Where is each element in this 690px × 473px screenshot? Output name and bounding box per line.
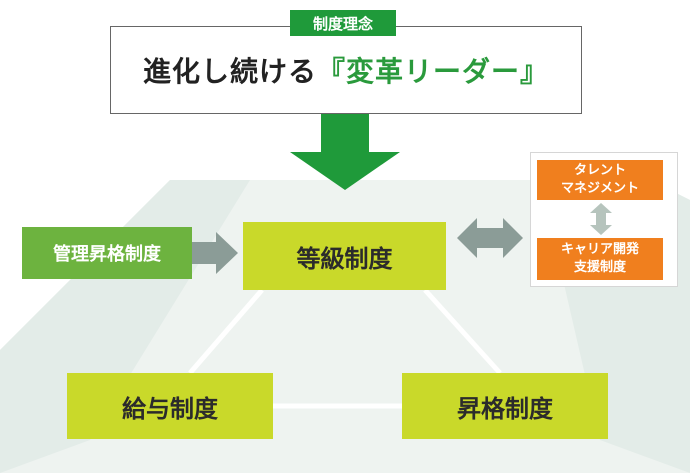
philosophy-tag: 制度理念 bbox=[290, 10, 396, 36]
management-promotion-box: 管理昇格制度 bbox=[22, 227, 192, 279]
vertical-double-arrow-icon bbox=[590, 203, 612, 235]
philosophy-text: 進化し続ける bbox=[142, 55, 317, 88]
philosophy-highlight: 『変革リーダー』 bbox=[317, 55, 550, 88]
grade-system-box: 等級制度 bbox=[243, 222, 446, 290]
career-support-box: キャリア開発 支援制度 bbox=[537, 238, 663, 280]
right-arrow-icon bbox=[192, 232, 238, 274]
talent-management-box: タレント マネジメント bbox=[537, 160, 663, 200]
grade-pay-line bbox=[188, 288, 264, 375]
promotion-system-box: 昇格制度 bbox=[402, 373, 608, 439]
grade-promotion-line bbox=[423, 288, 502, 375]
philosophy-box: 進化し続ける『変革リーダー』 bbox=[110, 26, 582, 114]
pay-system-box: 給与制度 bbox=[67, 373, 273, 439]
bidirectional-arrow-icon bbox=[457, 218, 523, 258]
down-arrow-icon bbox=[290, 114, 400, 190]
